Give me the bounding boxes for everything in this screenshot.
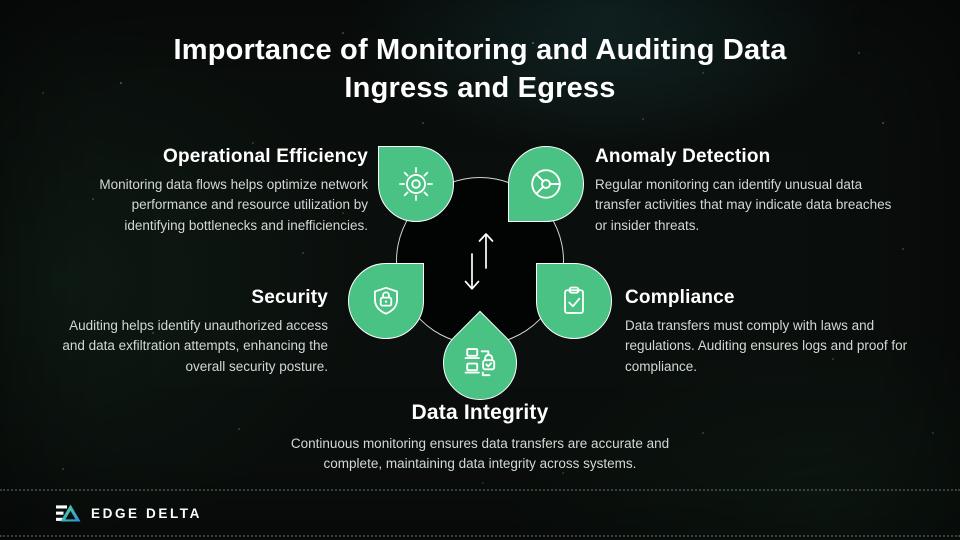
section-security: Security Auditing helps identify unautho… [50,287,328,377]
section-body: Regular monitoring can identify unusual … [595,177,892,233]
section-data-integrity: Data Integrity Continuous monitoring ens… [245,401,715,475]
badge-anomaly-detection [508,146,584,222]
brand-lockup: EDGE DELTA [56,502,202,525]
section-heading: Operational Efficiency [162,146,368,167]
brand-name: EDGE DELTA [91,506,203,521]
page-title-line-2: Ingress and Egress [344,72,616,105]
footer-divider-bottom [0,535,960,537]
gear-sun-icon [399,167,433,201]
section-heading: Data Integrity [411,401,549,424]
section-heading: Security [251,287,328,308]
section-compliance: Compliance Data transfers must comply wi… [625,287,917,377]
edge-delta-logo-icon [56,504,81,522]
clipboard-check-icon [564,286,584,314]
devices-lock-icon [464,348,496,377]
badge-compliance [536,263,612,339]
badge-security [348,263,424,339]
ingress-egress-arrows [464,233,494,290]
badge-operational-efficiency [378,146,454,222]
section-heading: Anomaly Detection [595,146,771,167]
section-body: Monitoring data flows helps optimize net… [99,177,368,233]
radar-wheel-icon [531,169,561,199]
section-heading: Compliance [625,287,735,308]
starfield-background [0,0,2,2]
section-body: Data transfers must comply with laws and… [625,318,908,374]
page-title: Importance of Monitoring and Auditing Da… [0,31,960,108]
badge-data-integrity [427,310,533,416]
page-title-line-1: Importance of Monitoring and Auditing Da… [173,34,787,66]
section-anomaly-detection: Anomaly Detection Regular monitoring can… [595,146,900,236]
footer-divider-top [0,489,960,491]
shield-lock-icon [374,286,398,315]
section-operational-efficiency: Operational Efficiency Monitoring data f… [68,146,368,236]
section-body: Continuous monitoring ensures data trans… [290,436,670,472]
section-body: Auditing helps identify unauthorized acc… [62,318,328,374]
